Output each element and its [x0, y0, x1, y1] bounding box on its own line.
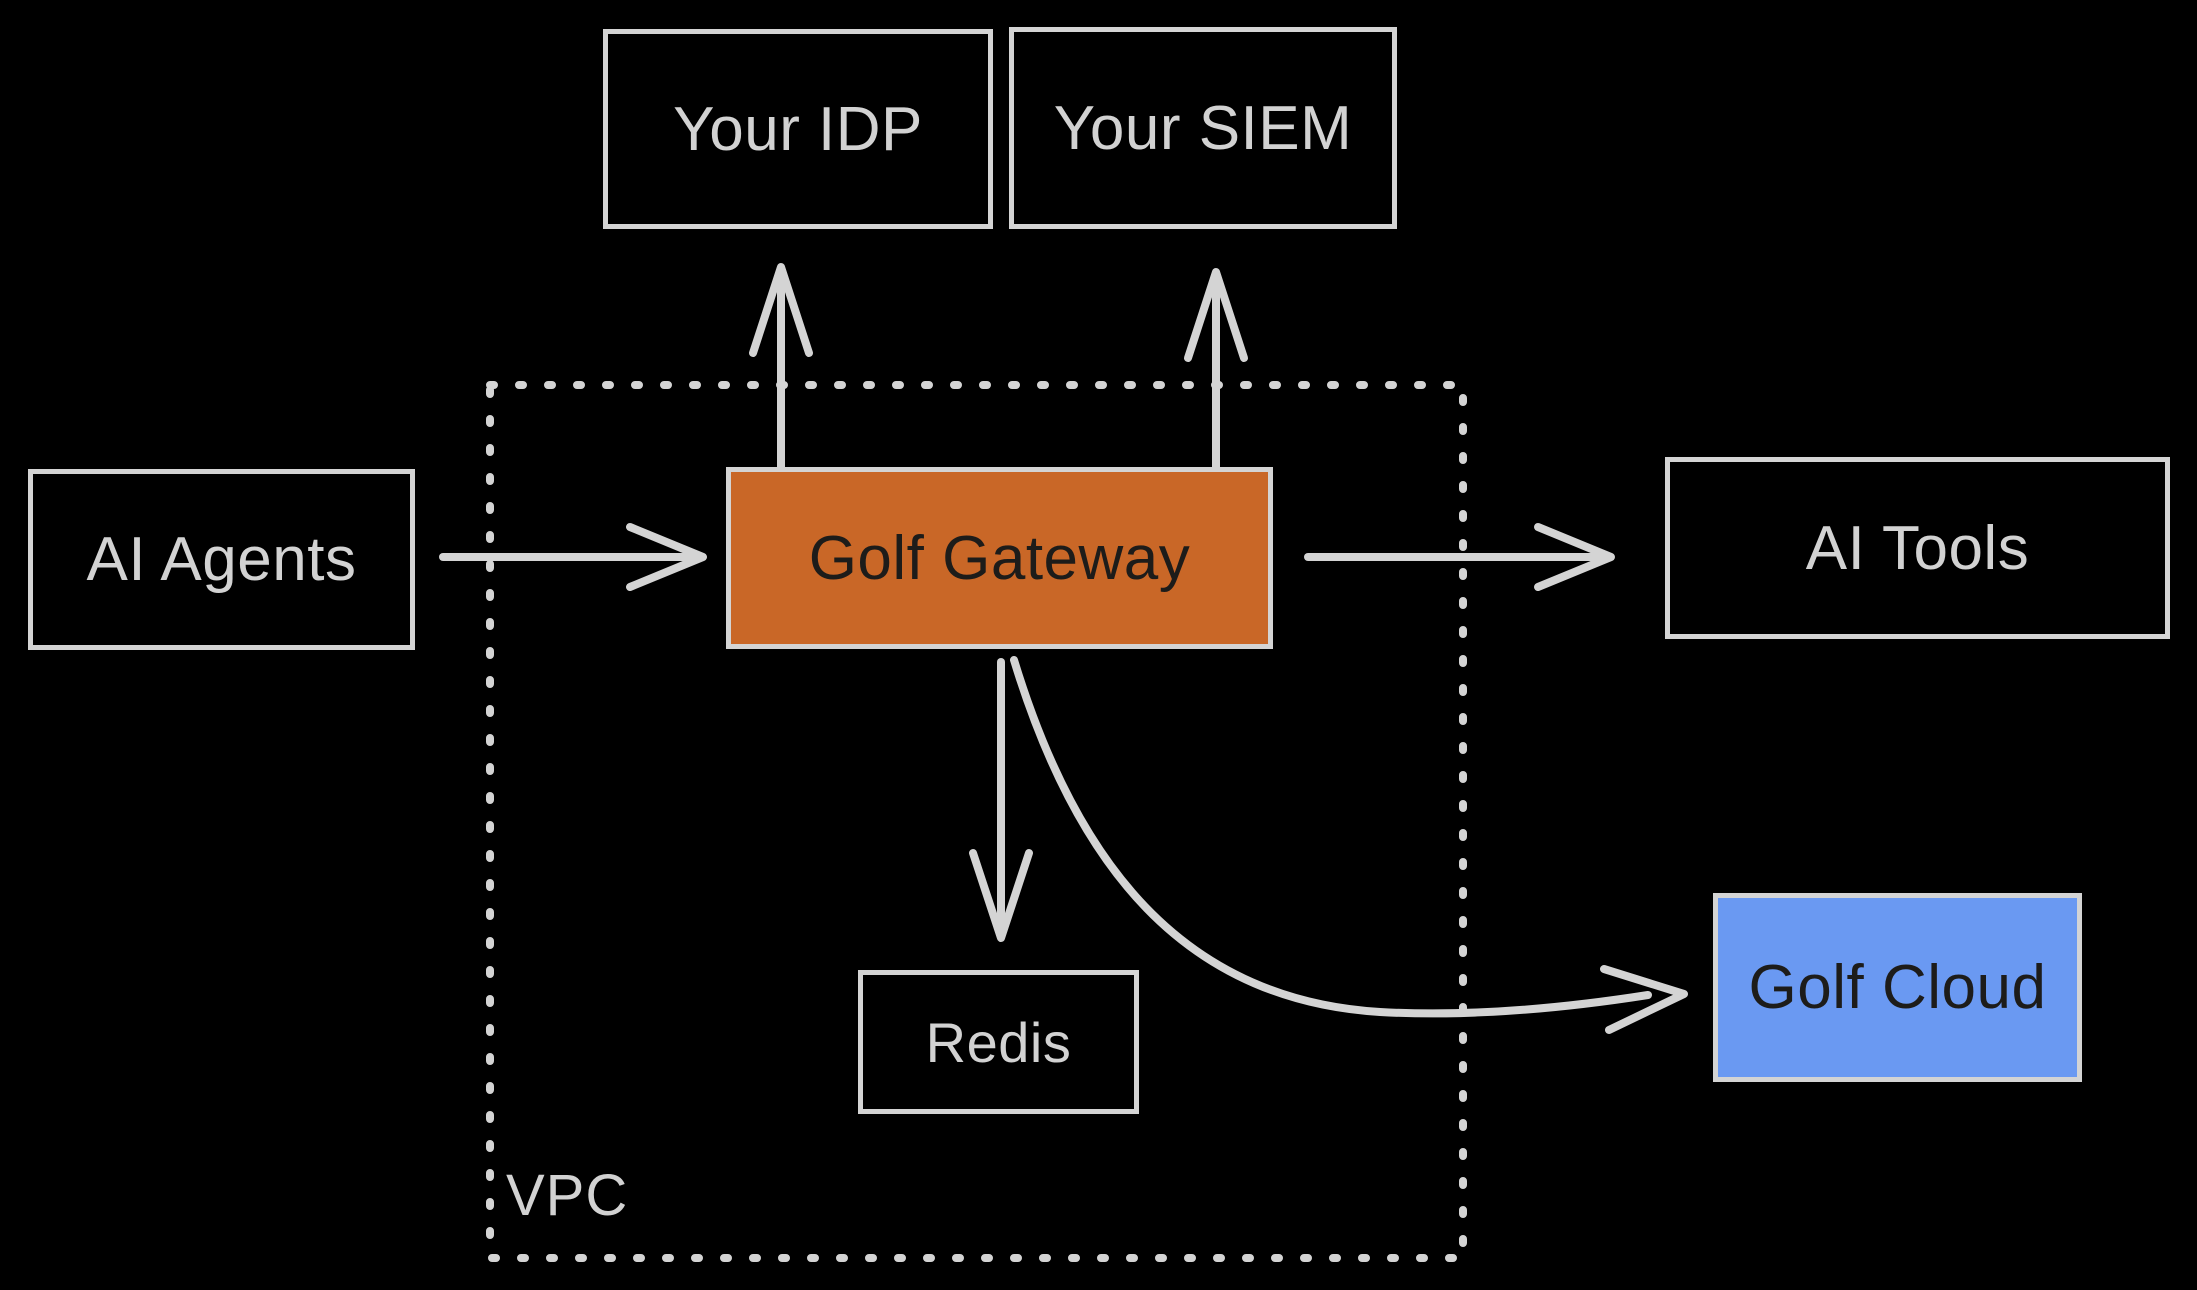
node-your-idp-label: Your IDP	[673, 94, 923, 164]
node-ai-tools-label: AI Tools	[1805, 513, 2030, 583]
edge-gateway-to-idp	[749, 263, 813, 478]
node-golf-gateway-label: Golf Gateway	[808, 523, 1191, 593]
edge-gateway-to-tools	[1304, 523, 1615, 591]
node-ai-tools: AI Tools	[1665, 457, 2170, 639]
node-your-idp: Your IDP	[603, 29, 993, 229]
node-golf-cloud: Golf Cloud	[1713, 893, 2082, 1082]
node-your-siem-label: Your SIEM	[1053, 93, 1353, 163]
edge-gateway-to-cloud	[1010, 656, 1688, 1034]
edge-agents-to-gateway	[439, 523, 707, 591]
edge-gateway-to-siem	[1184, 268, 1248, 478]
node-ai-agents-label: AI Agents	[86, 525, 357, 594]
vpc-boundary	[486, 381, 1467, 1262]
node-golf-gateway: Golf Gateway	[726, 467, 1273, 649]
node-ai-agents: AI Agents	[28, 469, 415, 650]
node-redis: Redis	[858, 970, 1139, 1114]
edge-gateway-to-redis	[969, 658, 1033, 942]
node-redis-label: Redis	[925, 1010, 1072, 1074]
vpc-label: VPC	[506, 1163, 629, 1228]
node-your-siem: Your SIEM	[1009, 27, 1397, 229]
node-golf-cloud-label: Golf Cloud	[1748, 953, 2047, 1022]
